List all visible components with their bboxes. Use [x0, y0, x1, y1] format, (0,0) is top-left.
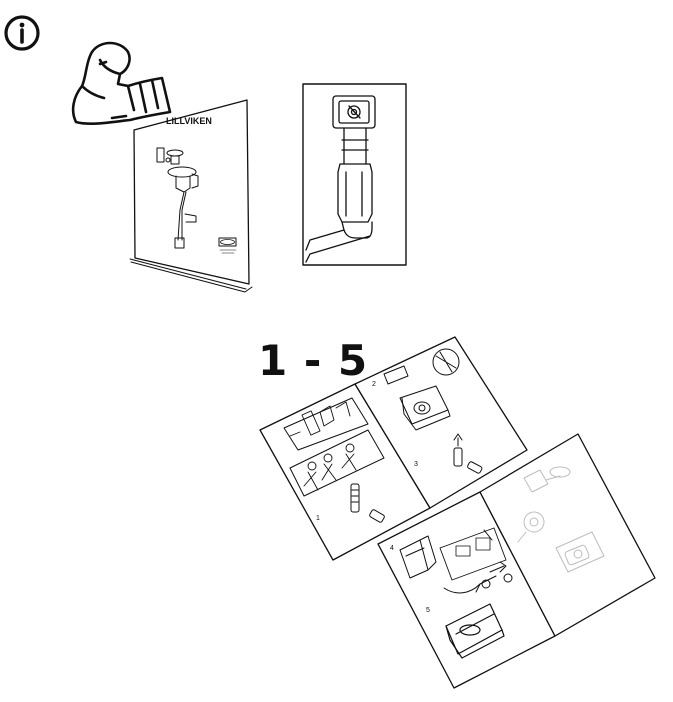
step-number-3: 3	[414, 461, 418, 468]
brand-logo	[218, 237, 237, 254]
reading-person-icon	[71, 41, 172, 125]
step-number-5: 5	[426, 607, 430, 614]
detail-closeup-panel	[302, 83, 407, 266]
manual-spread-front: 4 5	[377, 433, 656, 689]
steps-label: 1 - 5	[258, 336, 368, 385]
manual-spread-back: 1 2 3	[259, 336, 528, 561]
manual-booklet: LILLVIKEN	[129, 99, 253, 293]
step-number-2: 2	[372, 381, 376, 388]
booklet-title: LILLVIKEN	[166, 116, 212, 126]
drain-drawing-icon	[156, 147, 199, 249]
step-number-4: 4	[390, 545, 394, 552]
step-number-1: 1	[316, 515, 320, 522]
info-circle-icon	[4, 15, 40, 51]
faded-preview-drawings	[517, 466, 605, 573]
